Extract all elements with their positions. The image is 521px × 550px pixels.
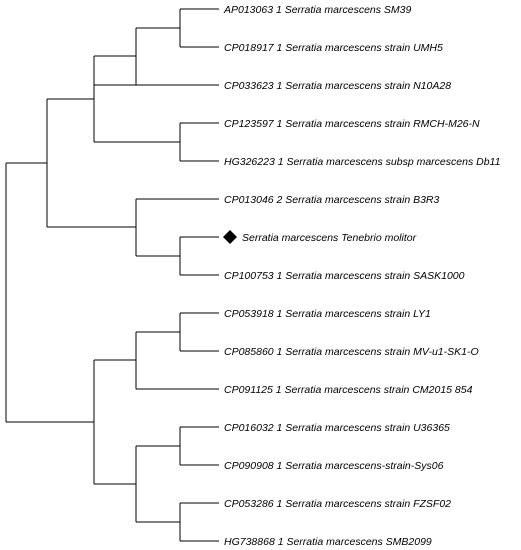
leaf-label: HG738868 1 Serratia marcescens SMB2099 — [224, 536, 432, 548]
leaf-label: CP033623 1 Serratia marcescens strain N1… — [224, 80, 451, 92]
tree-branches — [5, 8, 219, 542]
leaf-label: CP018917 1 Serratia marcescens strain UM… — [224, 42, 443, 54]
leaf-label: CP123597 1 Serratia marcescens strain RM… — [224, 118, 480, 130]
leaf-label: CP090908 1 Serratia marcescens-strain-Sy… — [224, 460, 444, 472]
leaf-label: CP085860 1 Serratia marcescens strain MV… — [224, 346, 479, 358]
leaf-label: AP013063 1 Serratia marcescens SM39 — [223, 4, 412, 16]
leaf-label: CP053918 1 Serratia marcescens strain LY… — [224, 308, 431, 320]
leaf-label: CP053286 1 Serratia marcescens strain FZ… — [224, 498, 451, 510]
leaf-label-highlighted: Serratia marcescens Tenebrio molitor — [242, 232, 417, 244]
leaf-label: CP100753 1 Serratia marcescens strain SA… — [224, 270, 465, 282]
leaf-label: HG326223 1 Serratia marcescens subsp mar… — [224, 156, 500, 168]
leaf-label: CP016032 1 Serratia marcescens strain U3… — [224, 422, 450, 434]
leaf-label: CP091125 1 Serratia marcescens strain CM… — [224, 384, 473, 396]
leaf-labels: AP013063 1 Serratia marcescens SM39 CP01… — [223, 4, 500, 548]
leaf-label: CP013046 2 Serratia marcescens strain B3… — [224, 194, 440, 206]
highlight-diamond-icon — [223, 230, 237, 244]
